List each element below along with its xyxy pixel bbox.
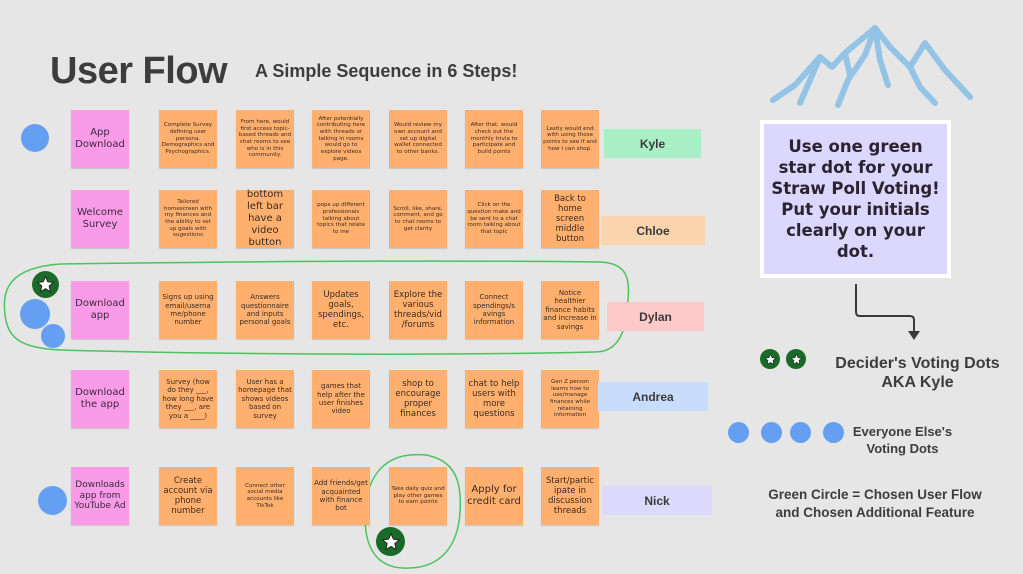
legend-decider-dot — [786, 349, 806, 369]
step-sticky[interactable]: Would review my own account and set up d… — [389, 110, 447, 168]
chosen-feature-circle — [364, 453, 462, 569]
step-sticky[interactable]: Click on the question make and be sent t… — [465, 190, 523, 248]
legend-circle-line2: and Chosen Additional Feature — [775, 504, 975, 520]
decider-star-dot[interactable] — [32, 271, 59, 298]
step-sticky[interactable]: Answers questionnaire and inputs persona… — [236, 281, 294, 339]
step-sticky[interactable]: Scroll, like, share, comment, and go to … — [389, 190, 447, 248]
instructions-card: Use one green star dot for your Straw Po… — [760, 120, 951, 278]
legend-voter-dot — [823, 422, 844, 443]
mountain-illustration — [770, 25, 973, 108]
star-icon — [763, 352, 777, 365]
step-sticky[interactable]: chat to help users with more questions — [465, 370, 523, 428]
start-sticky-row-1[interactable]: App Download — [71, 110, 129, 168]
voter-dot[interactable] — [38, 486, 67, 515]
voter-dot[interactable] — [20, 299, 50, 329]
step-sticky[interactable]: games that help after the user finishes … — [312, 370, 370, 428]
step-sticky[interactable]: Apply for credit card — [465, 467, 523, 525]
page-title: User Flow — [50, 50, 228, 92]
decider-star-dot[interactable] — [376, 527, 405, 556]
legend-voter-dot — [728, 422, 749, 443]
step-sticky[interactable]: Complete Survey defining user persona. D… — [159, 110, 217, 168]
legend-voter-dot — [761, 422, 782, 443]
start-sticky-row-5[interactable]: Downloads app from YouTube Ad — [71, 467, 129, 525]
step-sticky[interactable]: Create account via phone number — [159, 467, 217, 525]
step-sticky[interactable]: Start/partic ipate in discussion threads — [541, 467, 599, 525]
star-icon — [36, 275, 55, 293]
start-sticky-row-3[interactable]: Download app — [71, 281, 129, 339]
step-sticky[interactable]: Lastly would end with using those points… — [541, 110, 599, 168]
start-sticky-row-2[interactable]: Welcome Survey — [71, 190, 129, 248]
step-sticky[interactable]: Survey (how do they ___, how long have t… — [159, 370, 217, 428]
connector-arrow — [855, 284, 920, 340]
step-sticky[interactable]: shop to encourage proper finances — [389, 370, 447, 428]
step-sticky[interactable]: Back to home screen middle button — [541, 190, 599, 248]
star-icon — [380, 531, 401, 551]
legend-others-label: Everyone Else's Voting Dots — [850, 424, 955, 458]
step-sticky[interactable]: Take daily quiz and play other games to … — [389, 467, 447, 525]
step-sticky[interactable]: Add friends/get acquainted with finance … — [312, 467, 370, 525]
step-sticky[interactable]: Connect other social media accounts like… — [236, 467, 294, 525]
chosen-user-flow-circle — [3, 260, 630, 355]
star-icon — [789, 352, 803, 365]
legend-decider-line2: AKA Kyle — [881, 374, 954, 392]
legend-decider-line1: Decider's Voting Dots — [835, 355, 1000, 372]
step-sticky[interactable]: Signs up using email/userna me/phone num… — [159, 281, 217, 339]
legend-decider-dot — [760, 349, 780, 369]
owner-tag-dylan: Dylan — [607, 302, 704, 331]
step-sticky[interactable]: Updates goals, spendings, etc. — [312, 281, 370, 339]
page-subtitle: A Simple Sequence in 6 Steps! — [255, 61, 518, 81]
voter-dot[interactable] — [21, 124, 49, 152]
step-sticky[interactable]: After potentially contributing here with… — [312, 110, 370, 168]
step-sticky[interactable]: bottom left bar have a video button — [236, 189, 294, 248]
step-sticky[interactable]: After that, would check out the monthly … — [465, 110, 523, 168]
legend-others-line1: Everyone Else's — [852, 424, 953, 439]
step-sticky[interactable]: Explore the various threads/vid /forums — [389, 281, 447, 339]
step-sticky[interactable]: Connect spendings/s avings information — [465, 281, 523, 339]
legend-voter-dot — [790, 422, 811, 443]
owner-tag-chloe: Chloe — [601, 216, 705, 245]
step-sticky[interactable]: pops up different professionals talking … — [312, 190, 370, 248]
step-sticky[interactable]: Gen Z person learns how to use/manage fi… — [541, 370, 599, 428]
legend-circle-label: Green Circle = Chosen User Flow and Chos… — [745, 486, 1005, 521]
owner-tag-andrea: Andrea — [598, 382, 708, 411]
step-sticky[interactable]: From here, would first access topic-base… — [236, 110, 294, 168]
voter-dot[interactable] — [41, 324, 65, 348]
owner-tag-kyle: Kyle — [604, 129, 701, 158]
step-sticky[interactable]: User has a homepage that shows videos ba… — [236, 370, 294, 428]
step-sticky[interactable]: Notice healthier finance habits and incr… — [541, 281, 599, 339]
owner-tag-nick: Nick — [602, 486, 712, 515]
legend-circle-line1: Green Circle = Chosen User Flow — [768, 487, 982, 502]
step-sticky[interactable]: Tailored homescreen with my finances and… — [159, 190, 217, 248]
legend-decider-label: Decider's Voting Dots AKA Kyle — [815, 354, 1020, 392]
instructions-text: Use one green star dot for your Straw Po… — [764, 124, 947, 274]
legend-others-line2: Voting Dots — [866, 440, 939, 456]
start-sticky-row-4[interactable]: Download the app — [71, 370, 129, 428]
